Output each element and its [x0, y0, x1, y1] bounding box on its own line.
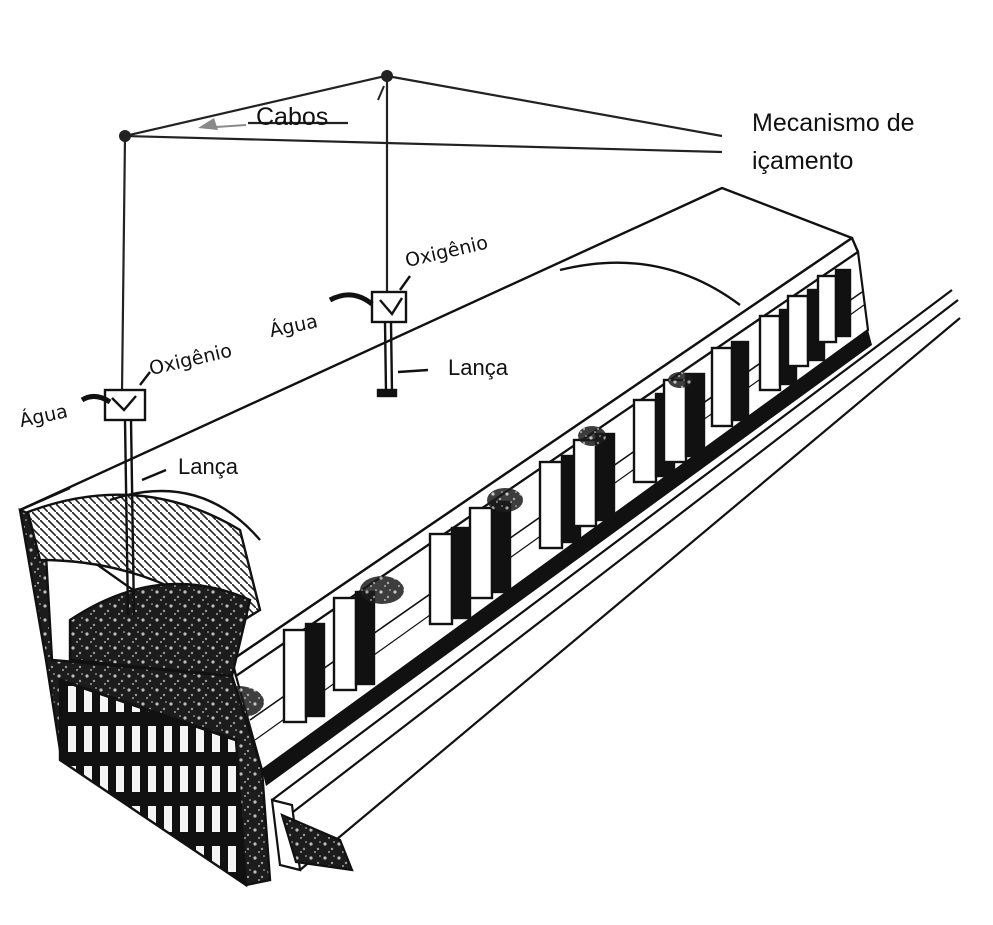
- label-hoist-line2: içamento: [752, 147, 854, 175]
- pulley-right: [381, 70, 393, 82]
- label-cables: Cabos: [256, 103, 329, 131]
- lance-right: [328, 275, 429, 398]
- cables-arrow: [198, 118, 218, 130]
- lance-left: [80, 371, 167, 616]
- label-hoist-line1: Mecanismo de: [752, 109, 915, 137]
- floor-rail: [270, 289, 961, 872]
- pulley-left: [119, 130, 131, 142]
- furnace-end-wall: [18, 489, 272, 888]
- buckstays: [282, 268, 852, 724]
- cables-leader: [215, 124, 247, 128]
- label-lance-left: Lança: [178, 454, 238, 479]
- cables: [120, 74, 723, 393]
- label-lance-right: Lança: [448, 355, 508, 380]
- hoist-leader-short: [377, 85, 385, 101]
